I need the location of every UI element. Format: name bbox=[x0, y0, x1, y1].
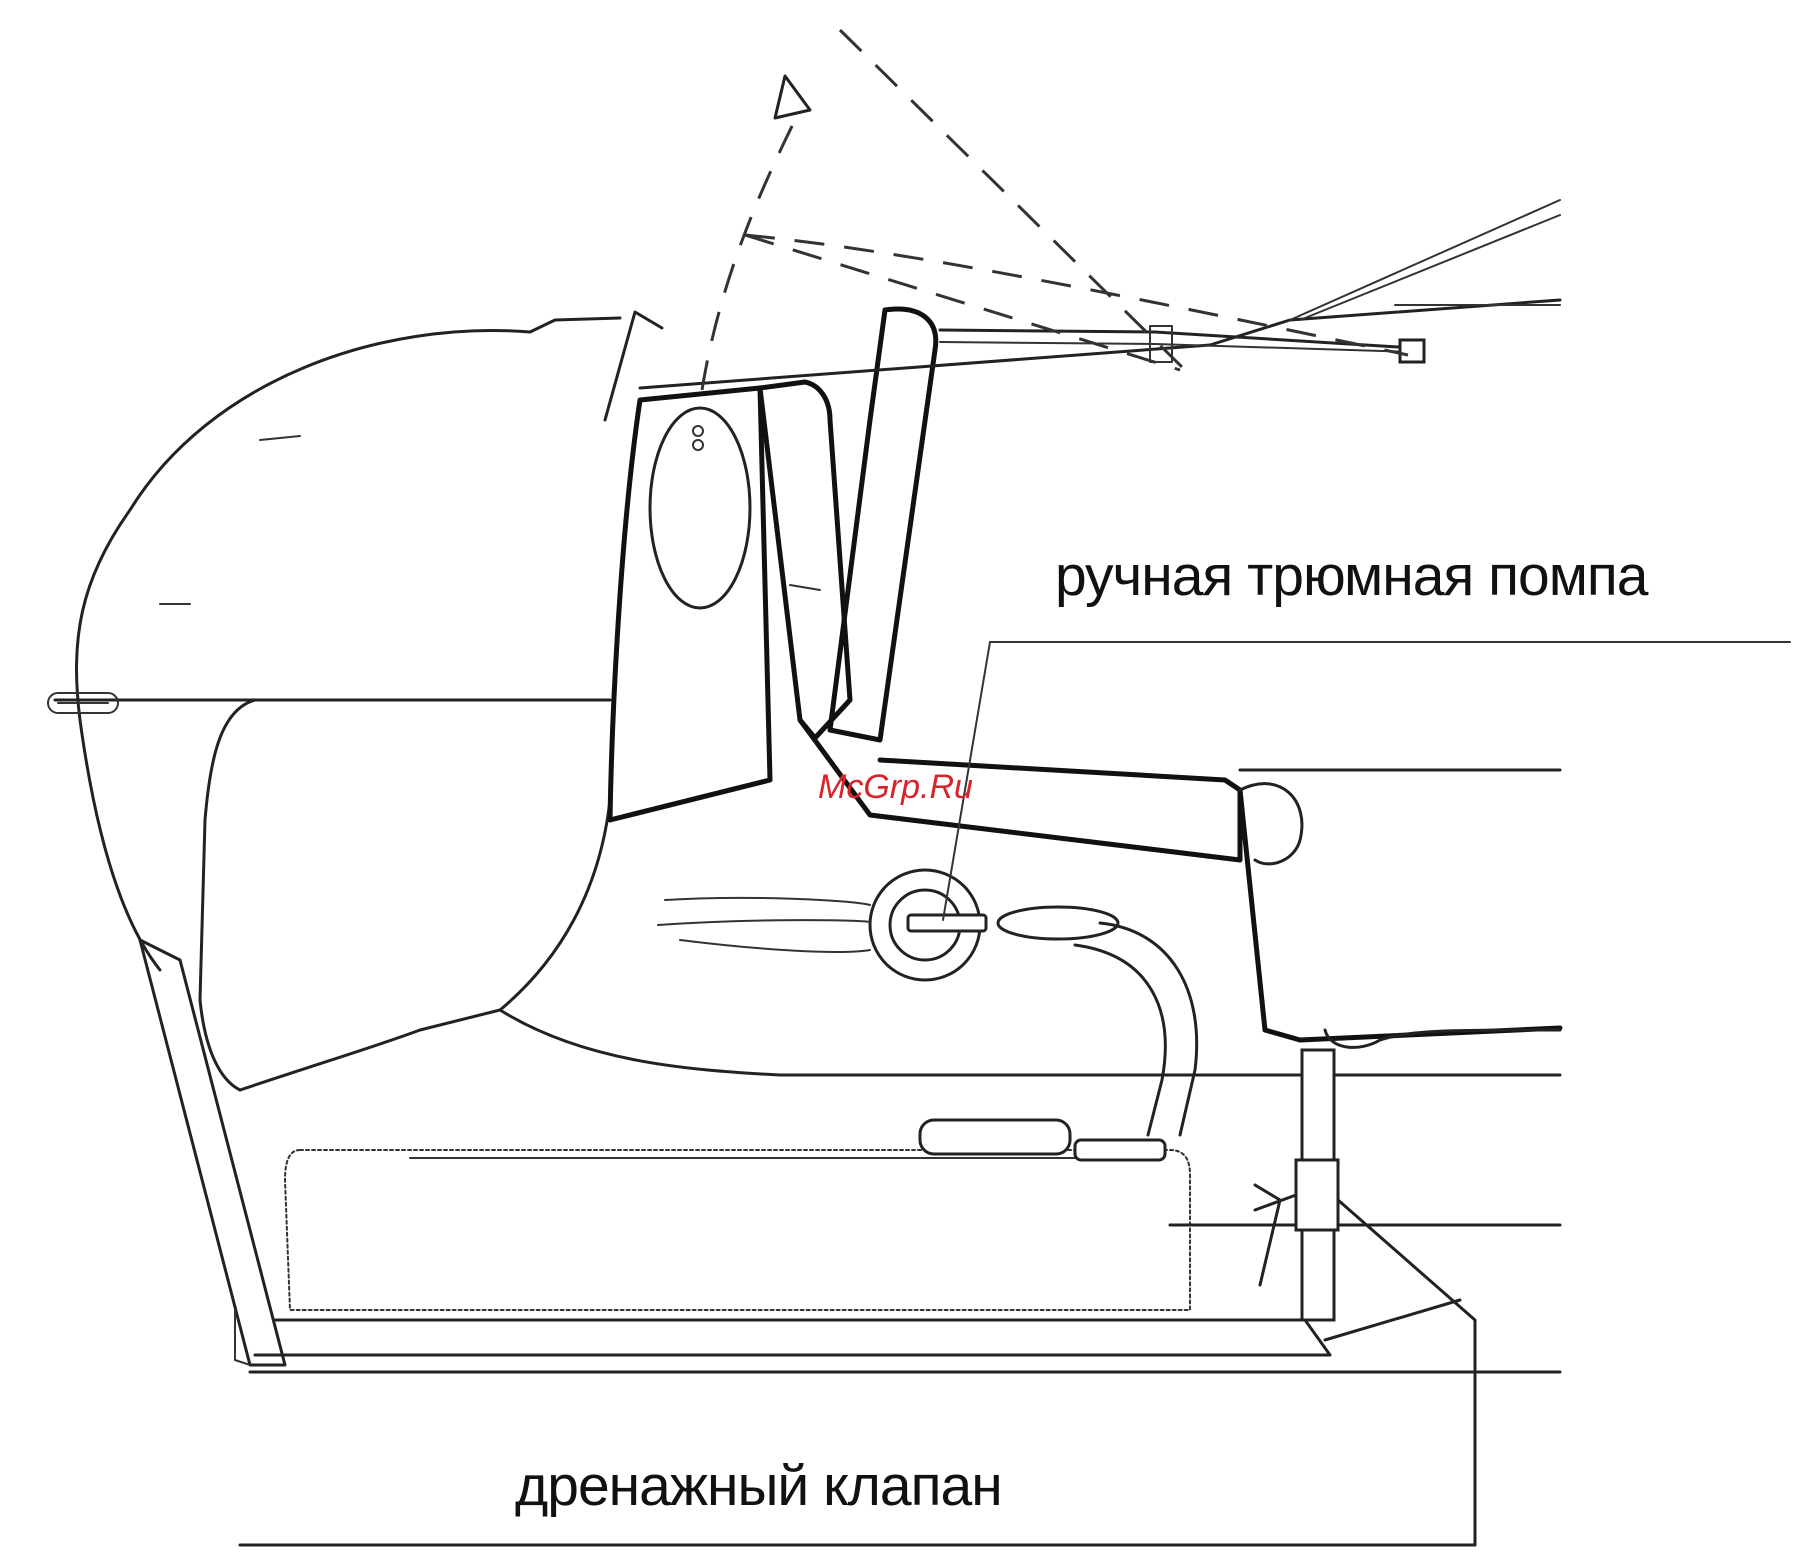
bilge-pump bbox=[658, 870, 1197, 1135]
bow-post bbox=[140, 940, 285, 1365]
pump-leader-line bbox=[943, 642, 1790, 920]
gunwale-and-rail bbox=[640, 200, 1560, 388]
drain-valve bbox=[1255, 1050, 1475, 1545]
drain-valve-label: дренажный клапан bbox=[515, 1458, 1002, 1515]
bilge-pump-label: ручная трюмная помпа bbox=[1055, 548, 1647, 605]
windshield-swing-indicator bbox=[702, 30, 1408, 390]
deck-levels bbox=[1240, 770, 1560, 1047]
console bbox=[605, 312, 770, 820]
bow-hood bbox=[48, 318, 620, 970]
watermark: McGrp.Ru bbox=[818, 770, 973, 804]
fuel-tank bbox=[285, 1120, 1190, 1310]
